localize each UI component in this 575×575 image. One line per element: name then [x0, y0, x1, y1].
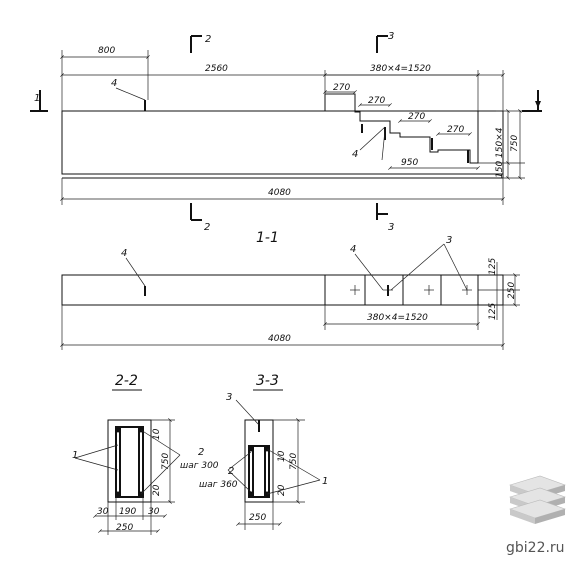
stacked-slabs-icon: [509, 475, 566, 524]
section-2-2: 2-2 1 2 шаг 300 750 10 20 30 190 30 250: [72, 373, 219, 535]
dim-30-left: 30: [97, 507, 109, 517]
dim-20-section-2: 20: [152, 484, 162, 496]
mark-4-plan-left: 4: [121, 248, 127, 259]
dim-10-section-3: 10: [277, 450, 287, 462]
dim-800: 800: [98, 46, 115, 56]
dim-125-bottom: 125: [488, 303, 498, 320]
section-3-cage: [248, 445, 270, 498]
dim-4080-plan: 4080: [268, 334, 291, 344]
dim-380x4-elevation: 380×4=1520: [370, 64, 431, 74]
dim-270-b: 270: [368, 96, 385, 106]
plan-view: 1-1 4 4 3 125 250 125: [60, 230, 520, 350]
mark-4-plan-right: 4: [350, 244, 356, 255]
dim-30-right: 30: [148, 507, 160, 517]
mark-1-section-2: 1: [72, 450, 78, 461]
dim-150: 150: [495, 161, 505, 178]
dim-270-a: 270: [333, 83, 350, 93]
mark-4-elevation-right: 4: [352, 149, 358, 160]
section-3-title: 3-3: [256, 373, 279, 389]
beam-plan-outline: [61, 274, 504, 306]
dim-250-plan: 250: [507, 282, 517, 299]
plan-cross-marks: [350, 285, 472, 295]
dim-125-top: 125: [488, 258, 498, 275]
step-360: шаг 360: [199, 480, 238, 490]
cut-1-left: 1: [34, 93, 40, 104]
mark-4-elevation-left: 4: [111, 78, 117, 89]
dim-750-elevation: 750: [510, 135, 520, 152]
elevation-view: 800 2560 380×4=1520 270 270 270 270 950 …: [30, 31, 542, 233]
dim-950: 950: [401, 158, 418, 168]
dim-380x4-plan: 380×4=1520: [367, 313, 428, 323]
cut-3-bottom: 3: [388, 222, 394, 233]
section-2-title: 2-2: [115, 373, 138, 389]
dim-270-c: 270: [408, 112, 425, 122]
watermark-site: gbi22.ru: [506, 540, 565, 556]
dim-190: 190: [119, 507, 136, 517]
dim-750-section-2: 750: [161, 453, 171, 470]
cut-2-top: 2: [205, 34, 211, 45]
dim-2560: 2560: [205, 64, 228, 74]
dim-250-section-3: 250: [249, 513, 266, 523]
mark-3-section-3: 3: [226, 392, 232, 403]
step-300: шаг 300: [180, 461, 219, 471]
dim-4080-elevation: 4080: [268, 188, 291, 198]
stepped-niche: [324, 93, 479, 164]
section-3-3: 3-3 3 2 шаг 360 1 750 10 20 250: [199, 373, 328, 530]
section-2-outline: [107, 419, 152, 503]
dim-750-section-3: 750: [289, 453, 299, 470]
dim-150x4: 150×4: [495, 127, 505, 158]
section-2-cage: [115, 426, 144, 498]
plan-title: 1-1: [256, 230, 279, 246]
beam-elevation-outline: [61, 110, 504, 175]
dim-10-section-2: 10: [152, 428, 162, 440]
mark-2-section-3: 2: [228, 466, 234, 477]
dim-250-section-2: 250: [116, 523, 133, 533]
dim-20-section-3: 20: [277, 484, 287, 496]
cut-3-top: 3: [388, 31, 394, 42]
mark-3-plan: 3: [446, 235, 452, 246]
mark-1-section-3: 1: [322, 476, 328, 487]
cut-2-bottom: 2: [204, 222, 210, 233]
mark-2-section-2: 2: [198, 447, 204, 458]
dim-270-d: 270: [447, 125, 464, 135]
